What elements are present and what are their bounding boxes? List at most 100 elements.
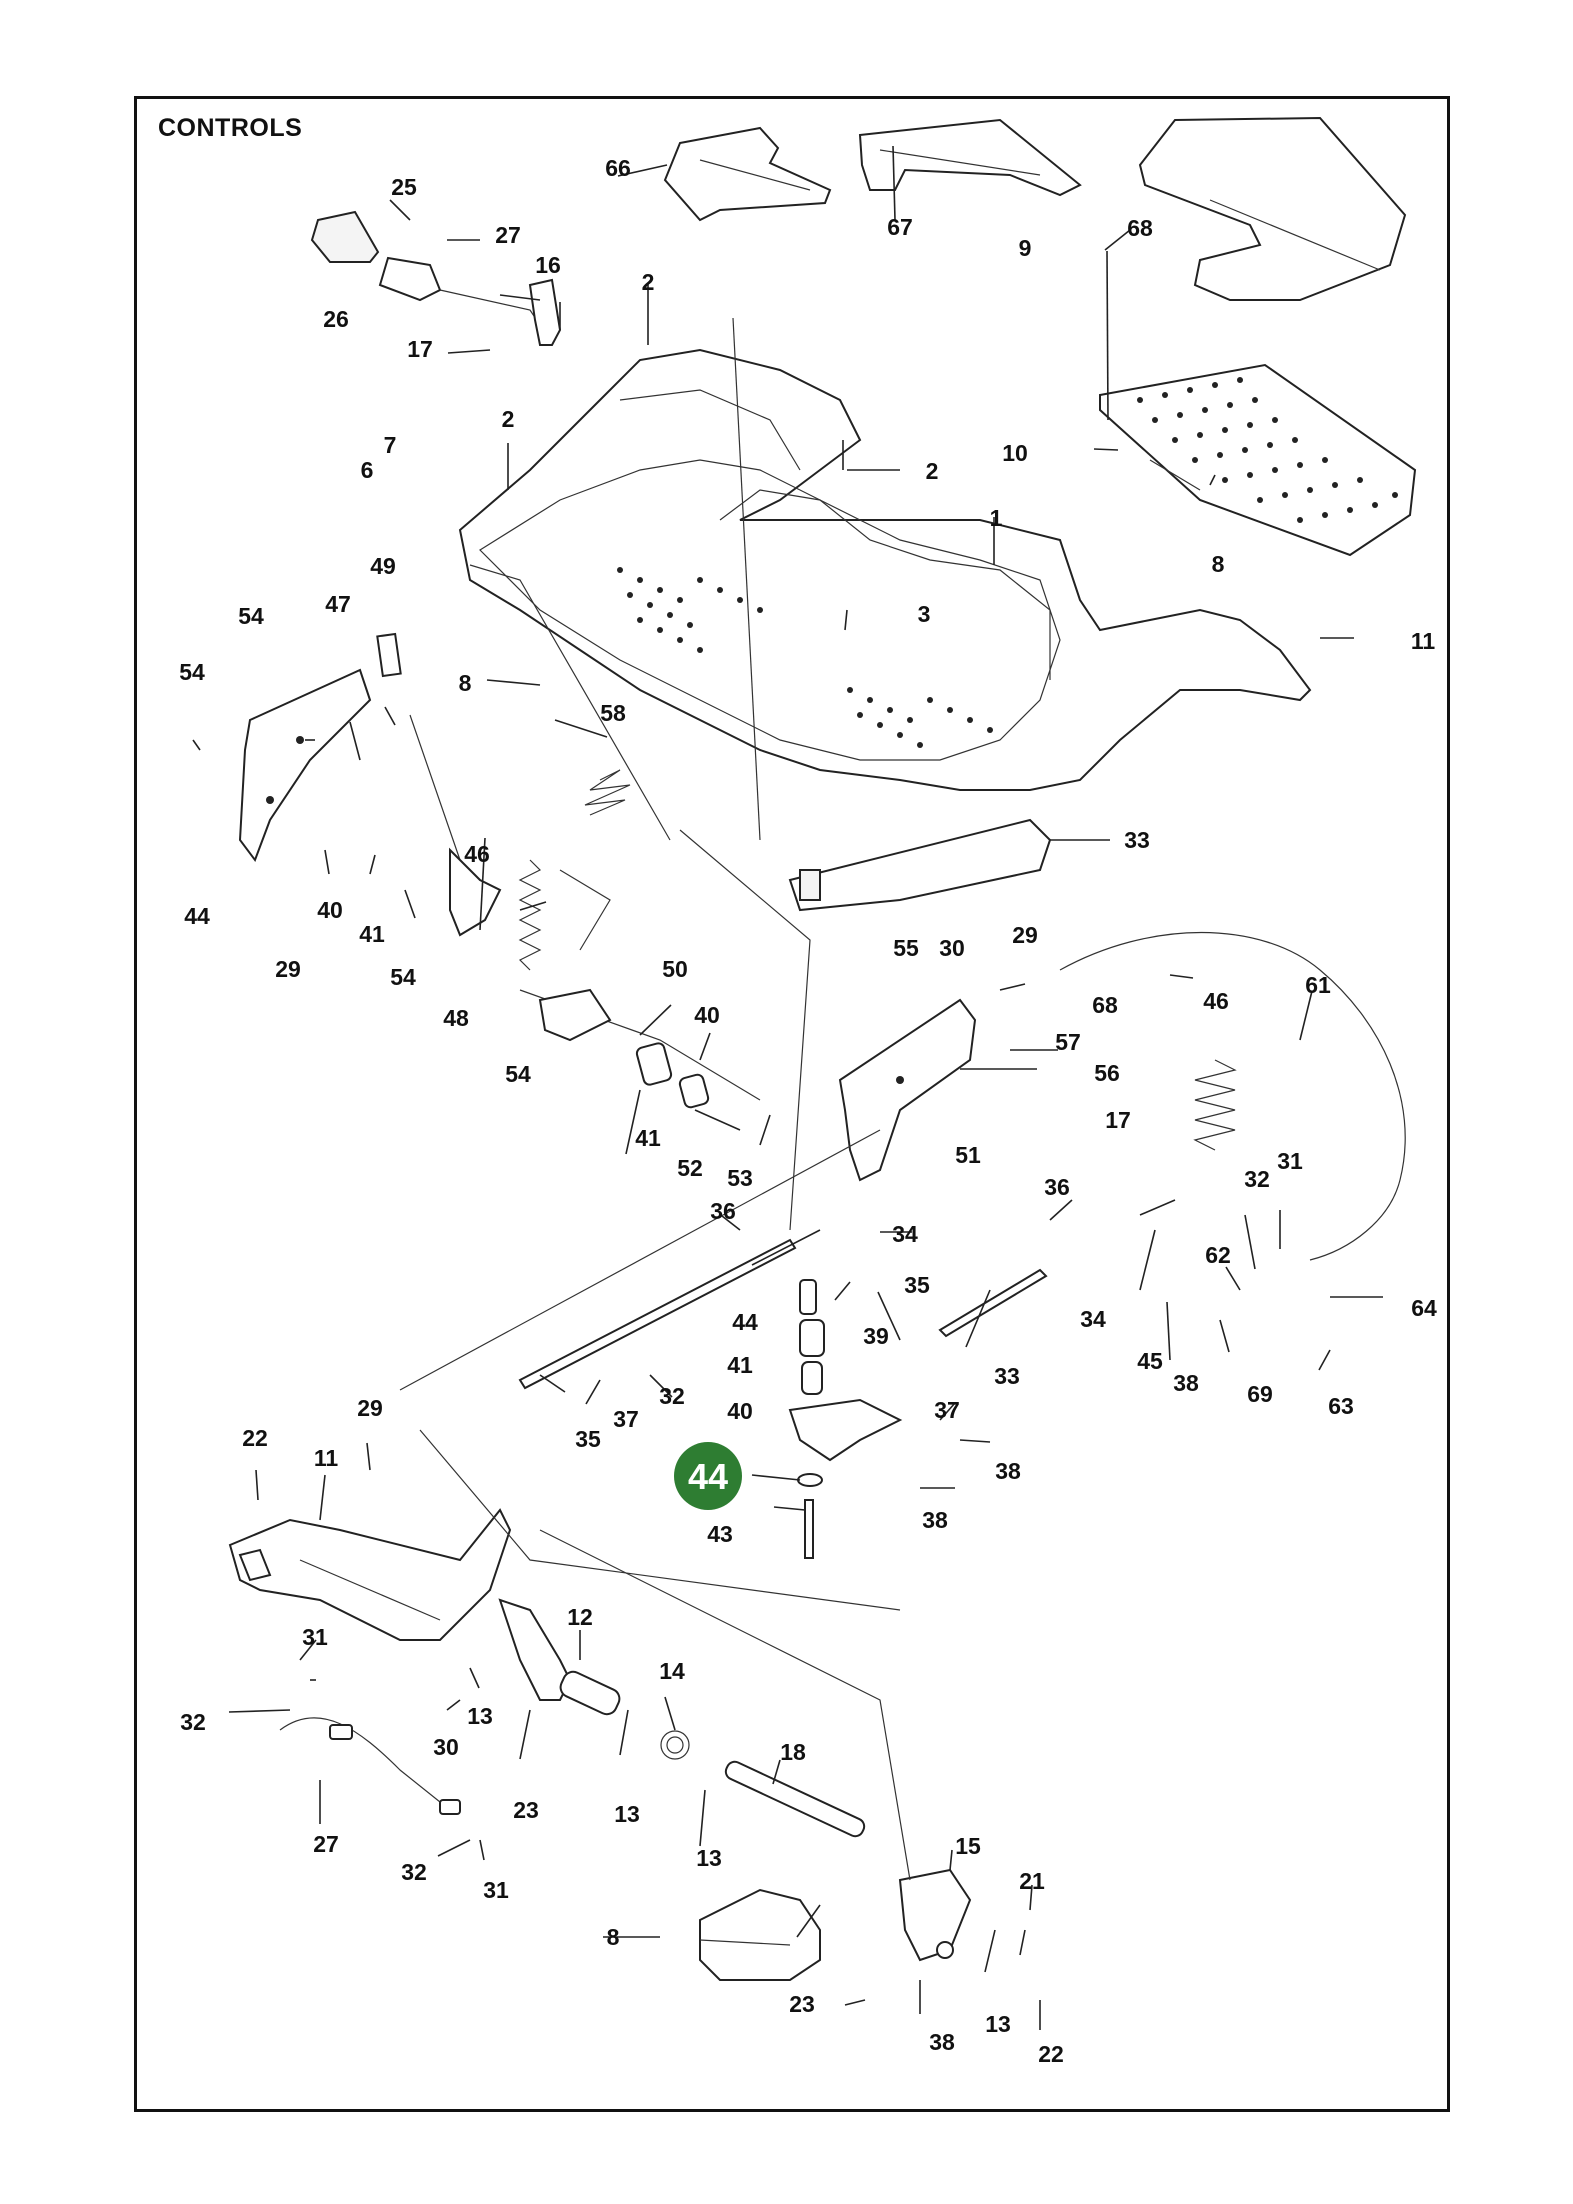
callout-20a: 17: [407, 336, 433, 362]
callout-30b: 30: [433, 1734, 459, 1760]
callout-65: 66: [605, 155, 631, 181]
callout-16c: 13: [696, 1845, 722, 1871]
fender-floor-grid: [617, 567, 993, 748]
bracket-33: [788, 818, 1052, 912]
callout-66: 67: [887, 214, 913, 240]
callout-35: 33: [994, 1363, 1020, 1389]
callout-26: 26: [323, 306, 349, 332]
callout-32b: 32: [180, 1709, 206, 1735]
callout-7: 7: [384, 432, 397, 458]
callout-2c: 2: [926, 458, 939, 484]
spring-48-left: [518, 859, 542, 971]
callout-16d: 13: [985, 2011, 1011, 2037]
leader-lines: [192, 145, 1383, 2030]
callout-42b: 40: [694, 1002, 720, 1028]
guide-lines: [399, 317, 1201, 1881]
callout-14: 11: [314, 1445, 339, 1471]
bracket-41: [788, 1279, 903, 1462]
rod-34: [518, 1238, 797, 1390]
callout-68: 68: [1092, 992, 1118, 1018]
callout-43c: 41: [727, 1352, 753, 1378]
callout-31a: 31: [1277, 1148, 1303, 1174]
callout-48b: 46: [1203, 988, 1229, 1014]
callout-24b: 23: [789, 1991, 815, 2017]
callout-29a: 29: [1012, 922, 1038, 948]
callout-45: 43: [707, 1521, 733, 1547]
shaft-21: [724, 1760, 866, 1838]
spring-48-right: [1193, 1059, 1237, 1151]
callout-61: 61: [1305, 972, 1331, 998]
spring-17: [660, 1730, 690, 1760]
callout-39a: 37: [934, 1397, 960, 1423]
callout-13: 10: [1002, 440, 1028, 466]
callout-46b: 44: [732, 1309, 758, 1335]
callout-57: 55: [893, 935, 919, 961]
callout-labels: 66 67 68 25 27 9 16 2 26 17 2 10 2 7 6 1…: [179, 155, 1437, 2067]
callout-63: 63: [1328, 1393, 1354, 1419]
bracket-18: [898, 1868, 972, 1962]
callout-37b: 35: [575, 1426, 601, 1452]
rod-35: [938, 1268, 1048, 1338]
callout-54: 52: [677, 1155, 703, 1181]
cable-61: [1059, 931, 1406, 1261]
callout-16b: 13: [614, 1801, 640, 1827]
callout-20b: 17: [1105, 1107, 1131, 1133]
callout-48a: 46: [464, 841, 490, 867]
callout-40d: 38: [929, 2029, 955, 2055]
callout-25: 25: [391, 174, 417, 200]
callout-2a: 2: [642, 269, 655, 295]
bracket-14: [228, 1508, 512, 1641]
callout-40a: 38: [1173, 1370, 1199, 1396]
fender-body-1: [458, 348, 1312, 791]
callout-15: 12: [567, 1604, 593, 1630]
callout-42c: 40: [727, 1398, 753, 1424]
callout-28: 27: [313, 1831, 339, 1857]
highlight-badge-label: 44: [688, 1456, 728, 1497]
callout-11: 11: [1411, 628, 1436, 654]
callout-64: 64: [1411, 1295, 1437, 1321]
callout-38b: 36: [710, 1198, 736, 1224]
lever-50: [376, 632, 502, 937]
callout-31c: 31: [483, 1877, 509, 1903]
callout-32c: 32: [401, 1859, 427, 1885]
callout-56c: 54: [390, 964, 416, 990]
callout-9: 8: [1212, 551, 1225, 577]
callout-21: 18: [780, 1739, 806, 1765]
left-bracket-49: [238, 668, 372, 863]
callout-22: 21: [1019, 1868, 1045, 1894]
callout-69: 69: [1247, 1381, 1273, 1407]
callout-59: 57: [1055, 1029, 1081, 1055]
callout-36a: 34: [892, 1221, 918, 1247]
callout-34: 32: [659, 1383, 685, 1409]
callout-56b: 54: [179, 659, 205, 685]
callout-3: 3: [918, 601, 931, 627]
spring-60: [584, 769, 631, 816]
diagram-title: CONTROLS: [158, 114, 303, 142]
callout-2b: 2: [502, 406, 515, 432]
callout-18: 15: [955, 1833, 981, 1859]
callout-43b: 41: [635, 1125, 661, 1151]
callout-37a: 35: [904, 1272, 930, 1298]
callout-1: 1: [990, 505, 1003, 531]
callout-6: 6: [361, 457, 374, 483]
callout-43a: 41: [359, 921, 385, 947]
lever-15: [498, 1598, 621, 1716]
callout-31b: 31: [302, 1624, 328, 1650]
callout-30a: 30: [939, 935, 965, 961]
callout-50: 48: [443, 1005, 469, 1031]
callout-33: 33: [1124, 827, 1150, 853]
floor-mat-67: [1138, 116, 1407, 301]
bracket-59: [838, 998, 977, 1182]
callout-8: 8: [459, 670, 472, 696]
callout-41: 39: [863, 1323, 889, 1349]
callout-56a: 54: [238, 603, 264, 629]
perforated-plate-9: [1099, 363, 1417, 557]
callout-40c: 38: [922, 1507, 948, 1533]
diagram-frame: [134, 96, 1450, 2112]
callout-67: 68: [1127, 215, 1153, 241]
callout-27: 27: [495, 222, 521, 248]
callout-32a: 32: [1244, 1166, 1270, 1192]
callout-62: 62: [1205, 1242, 1231, 1268]
